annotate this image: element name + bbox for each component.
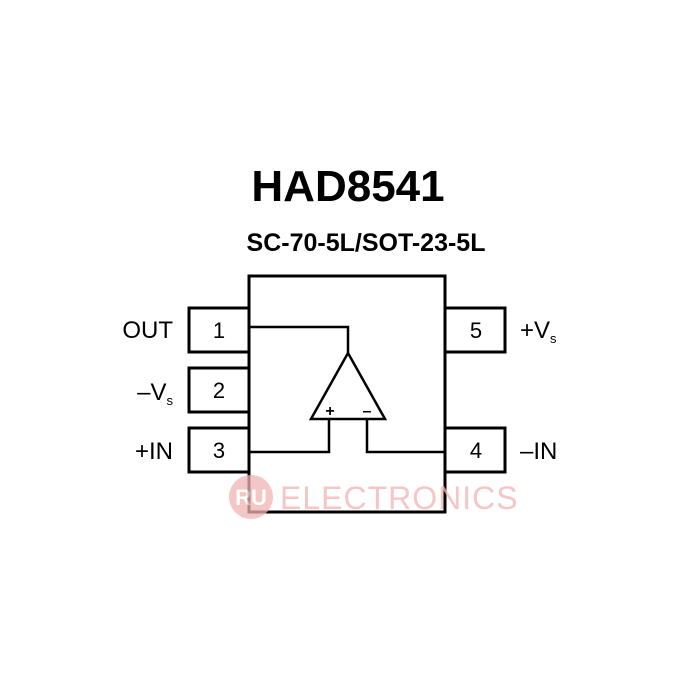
package-label: SC-70-5L/SOT-23-5L [247,229,486,257]
output-wire [249,325,350,353]
pin-5-box [443,306,507,354]
pin-4-label: –IN [520,438,557,465]
pin-4-number: 4 [470,438,482,463]
opamp-plus-sign: + [325,403,334,420]
pin-3-label: +IN [135,438,173,465]
pin-1-label: OUT [122,317,173,344]
pin-1-number: 1 [213,318,225,343]
opamp-symbol [308,350,388,421]
pin-5-number: 5 [470,318,482,343]
pin-2-box [187,366,251,414]
pin-1-box [187,306,251,354]
pin-2-label: –Vs [137,379,173,408]
pin-3-number: 3 [213,438,225,463]
chip-body [247,274,447,514]
pin-5-subscript: s [550,331,557,346]
pin-4-box [443,426,507,474]
pin-5-label: +Vs [520,317,557,346]
watermark-logo-text: RU [235,485,267,510]
pin-2-number: 2 [213,378,225,403]
inverting-input-wire [365,419,445,454]
opamp-minus-sign: – [363,403,372,420]
watermark-logo-circle [229,475,273,519]
chip-title: HAD8541 [251,162,444,211]
watermark: RU ELECTRONICS [229,475,519,519]
pin-2-subscript: s [167,393,174,408]
watermark-text: ELECTRONICS [280,480,519,516]
pin-3-box [187,426,251,474]
noninverting-input-wire [249,419,331,454]
